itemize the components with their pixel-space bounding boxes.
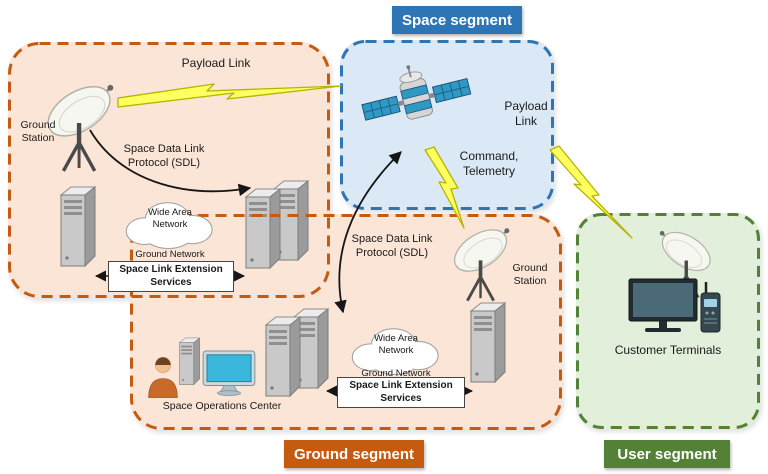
ground-network-label: Ground Network bbox=[135, 249, 205, 260]
sle-services-box: Space Link Extension Services bbox=[108, 261, 234, 292]
flat-tv-icon bbox=[628, 278, 698, 333]
command-telemetry-label: Command, Telemetry bbox=[459, 149, 519, 178]
server-icon bbox=[179, 337, 200, 385]
space-segment-title: Space segment bbox=[392, 6, 522, 34]
server-icon bbox=[464, 300, 510, 384]
wan-label: Wide Area Network bbox=[148, 207, 192, 230]
server-pair-icon bbox=[245, 180, 309, 269]
user-segment-title: User segment bbox=[604, 440, 730, 468]
ground-station-label: Ground Station bbox=[512, 262, 548, 288]
sdl-protocol-label: Space Data Link Protocol (SDL) bbox=[351, 233, 433, 259]
monitor-icon bbox=[202, 350, 256, 396]
operations-center-label: Space Operations Center bbox=[162, 400, 282, 412]
server-pair-icon bbox=[265, 308, 329, 397]
operations-center-icons bbox=[148, 337, 256, 398]
ground-segment-title: Ground segment bbox=[284, 440, 424, 468]
person-icon bbox=[148, 356, 178, 398]
satellite-icon bbox=[360, 52, 472, 144]
customer-terminal-icons bbox=[628, 278, 722, 334]
ground-station-label: Ground Station bbox=[20, 119, 56, 145]
server-icon bbox=[55, 184, 99, 268]
sle-services-box: Space Link Extension Services bbox=[337, 377, 465, 408]
wan-label: Wide Area Network bbox=[374, 333, 418, 356]
customer-terminals-label: Customer Terminals bbox=[614, 343, 722, 357]
sdl-protocol-label: Space Data Link Protocol (SDL) bbox=[123, 143, 205, 169]
radio-icon bbox=[700, 280, 722, 334]
payload-link-label: Payload Link bbox=[504, 99, 548, 128]
payload-link-label: Payload Link bbox=[181, 56, 251, 70]
